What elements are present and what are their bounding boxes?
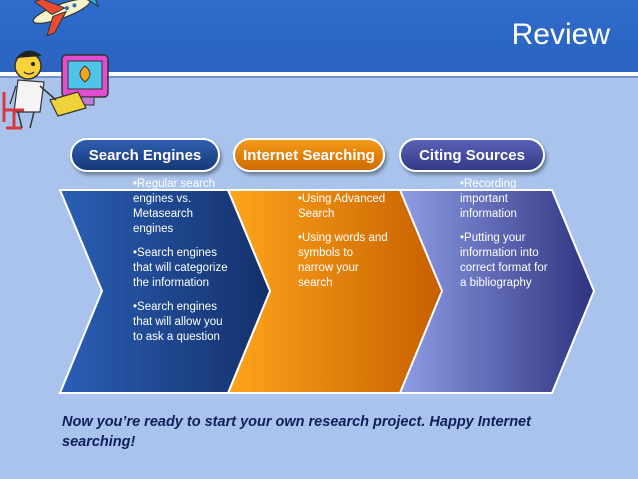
list-item: •Putting your information into correct f… [460,232,548,289]
heading-citing-sources: Citing Sources [399,138,545,172]
chevron-search-engines [58,189,272,394]
list-item: •Using words and symbols to narrow your … [298,232,388,289]
list-item: •Recording important information [460,178,517,220]
heading-search-engines: Search Engines [70,138,220,172]
search-engines-list: •Regular search engines vs. Metasearch e… [133,177,233,354]
heading-search-engines-label: Search Engines [88,146,202,164]
slide-title: Review [511,18,610,51]
internet-searching-list: •Using Advanced Search •Using words and … [298,192,390,300]
heading-internet-searching: Internet Searching [233,138,385,172]
header-divider-shadow [0,76,638,78]
citing-sources-list: •Recording important information •Puttin… [460,177,552,300]
closing-message: Now you’re ready to start your own resea… [62,414,531,450]
heading-citing-sources-label: Citing Sources [419,146,525,164]
list-item: •Search engines that will categorize the… [133,247,228,289]
list-item: •Search engines that will allow you to a… [133,301,223,343]
list-item: •Using Advanced Search [298,193,386,220]
computer-user-clipart-icon [2,0,109,130]
header-divider [0,72,638,76]
list-item: •Regular search engines vs. Metasearch e… [133,178,216,235]
heading-internet-searching-label: Internet Searching [243,146,375,164]
